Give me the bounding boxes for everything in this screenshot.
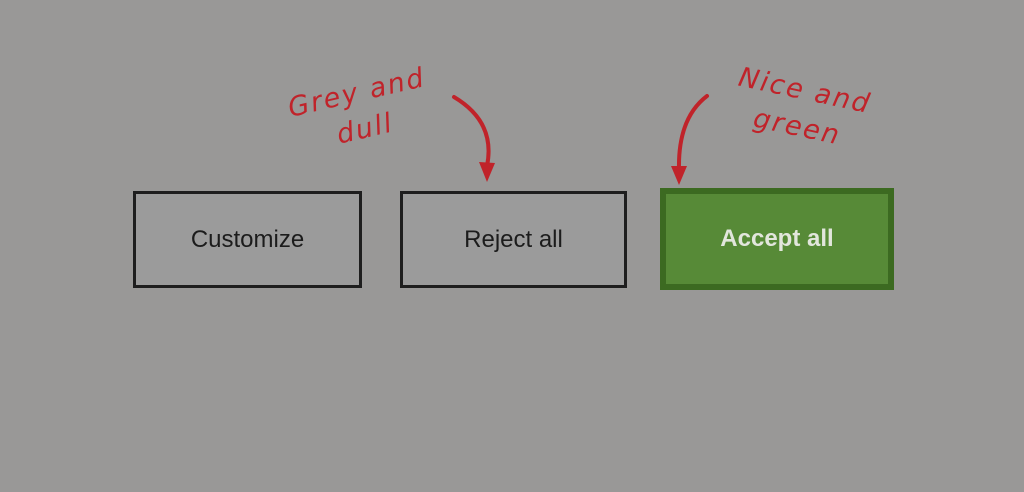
annotation-line: Nice and: [735, 61, 874, 121]
arrow-to-reject-all-icon: [452, 95, 491, 168]
reject-all-button[interactable]: Reject all: [400, 191, 627, 288]
annotation-grey-and-dull: Grey and dull: [260, 54, 462, 169]
arrow-to-accept-all-icon: [676, 94, 709, 171]
annotation-nice-and-green: Nice and green: [700, 53, 901, 165]
arrowhead-reject-all-icon: [479, 162, 495, 182]
annotation-line: dull: [333, 107, 397, 151]
annotation-line: Grey and: [285, 62, 429, 124]
annotation-line: green: [750, 102, 844, 152]
customize-button[interactable]: Customize: [133, 191, 362, 288]
arrowhead-accept-all-icon: [671, 166, 687, 185]
accept-all-button[interactable]: Accept all: [660, 188, 894, 290]
